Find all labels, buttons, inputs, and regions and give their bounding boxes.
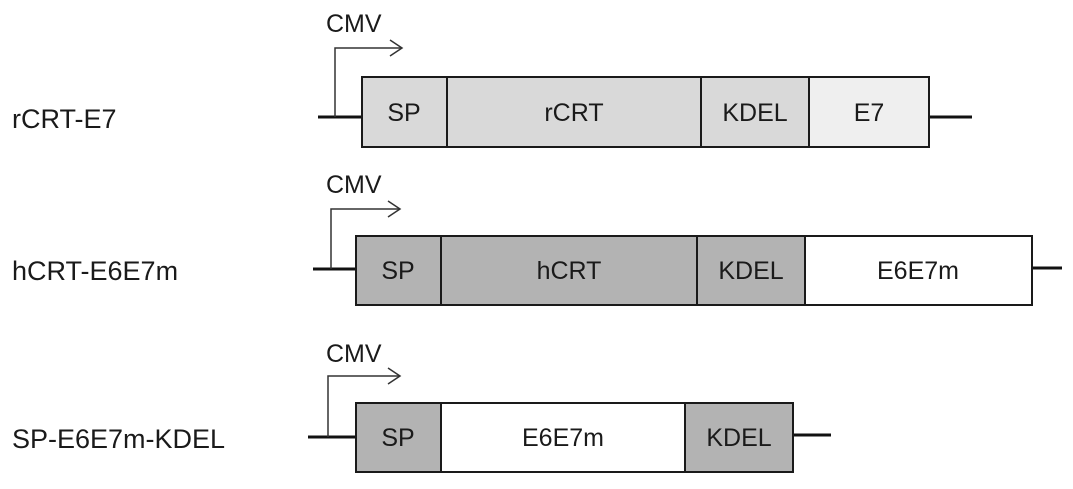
segment-label-kdel: KDEL <box>706 424 771 452</box>
segment-rcrt <box>446 76 702 148</box>
segment-kdel <box>684 402 794 473</box>
segment-kdel <box>696 235 806 306</box>
promoter-arrow <box>330 208 400 269</box>
segment-e6e7m <box>440 402 686 473</box>
promoter-arrow <box>327 375 400 437</box>
promoter-arrow <box>334 47 402 117</box>
segment-label-sp: SP <box>387 99 420 127</box>
segment-e6e7m <box>804 235 1033 306</box>
segment-sp <box>355 402 442 473</box>
construct-sp-e6e7m-kdel: SP-E6E7m-KDEL CMV SP E6E7m KDEL <box>12 340 831 473</box>
promoter-arrowhead <box>387 200 402 218</box>
segment-label-kdel: KDEL <box>718 257 783 285</box>
segment-hcrt <box>440 235 698 306</box>
segment-label-hcrt: hCRT <box>537 257 602 285</box>
segment-label-e6e7m: E6E7m <box>877 257 959 285</box>
segment-label-e7: E7 <box>854 99 885 127</box>
promoter-label: CMV <box>326 340 382 368</box>
construct-hcrt-e6e7m: hCRT-E6E7m CMV SP hCRT KDEL E6E7m <box>12 171 1062 306</box>
segment-kdel <box>700 76 810 148</box>
segment-e7 <box>808 76 930 148</box>
promoter-label: CMV <box>326 171 382 199</box>
construct-rcrt-e7: rCRT-E7 CMV SP rCRT KDEL E7 <box>12 10 972 148</box>
segment-sp <box>361 76 448 148</box>
segment-label-kdel: KDEL <box>722 99 787 127</box>
segment-label-sp: SP <box>381 424 414 452</box>
promoter-arrowhead <box>387 367 402 385</box>
segment-label-rcrt: rCRT <box>544 99 603 127</box>
construct-name: SP-E6E7m-KDEL <box>12 424 225 454</box>
promoter-arrowhead <box>389 39 404 57</box>
segment-label-sp: SP <box>381 257 414 285</box>
construct-name: hCRT-E6E7m <box>12 256 178 286</box>
construct-name: rCRT-E7 <box>12 104 117 134</box>
segment-label-e6e7m: E6E7m <box>522 424 604 452</box>
promoter-label: CMV <box>326 10 382 38</box>
